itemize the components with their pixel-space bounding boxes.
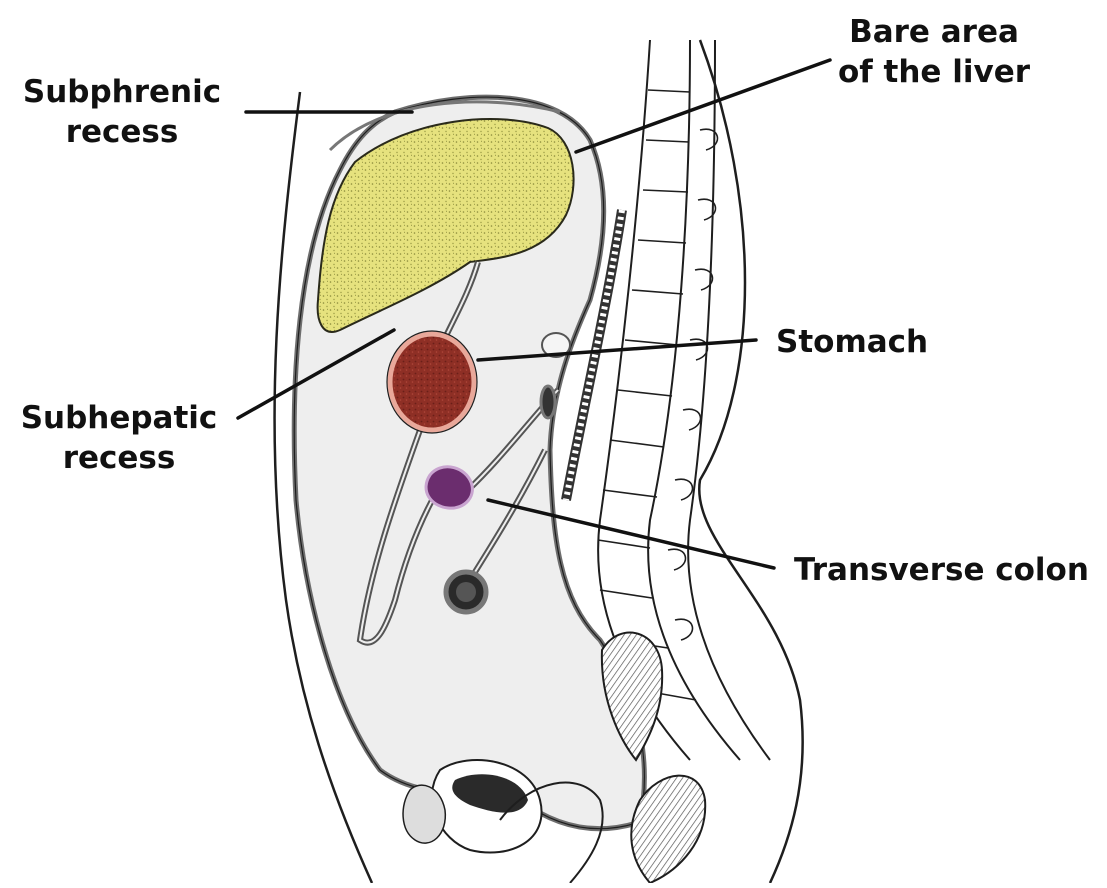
leader-bare-area: [576, 60, 830, 152]
pubic-structure: [403, 785, 445, 843]
stomach: [390, 334, 474, 430]
label-bare-area-line1: Bare area: [818, 12, 1050, 52]
label-bare-area-of-liver: Bare area of the liver: [818, 12, 1050, 92]
label-subhepatic-recess: Subhepatic recess: [8, 398, 230, 478]
label-subhepatic-line2: recess: [8, 438, 230, 478]
label-subphrenic-line1: Subphrenic: [8, 72, 236, 112]
duodenum-section: [541, 386, 555, 418]
label-stomach: Stomach: [776, 322, 928, 362]
label-bare-area-line2: of the liver: [818, 52, 1050, 92]
label-subphrenic-line2: recess: [8, 112, 236, 152]
label-subhepatic-line1: Subhepatic: [8, 398, 230, 438]
label-transverse-colon: Transverse colon: [794, 550, 1089, 590]
transverse-colon-section: [426, 467, 472, 508]
label-subphrenic-recess: Subphrenic recess: [8, 72, 236, 152]
